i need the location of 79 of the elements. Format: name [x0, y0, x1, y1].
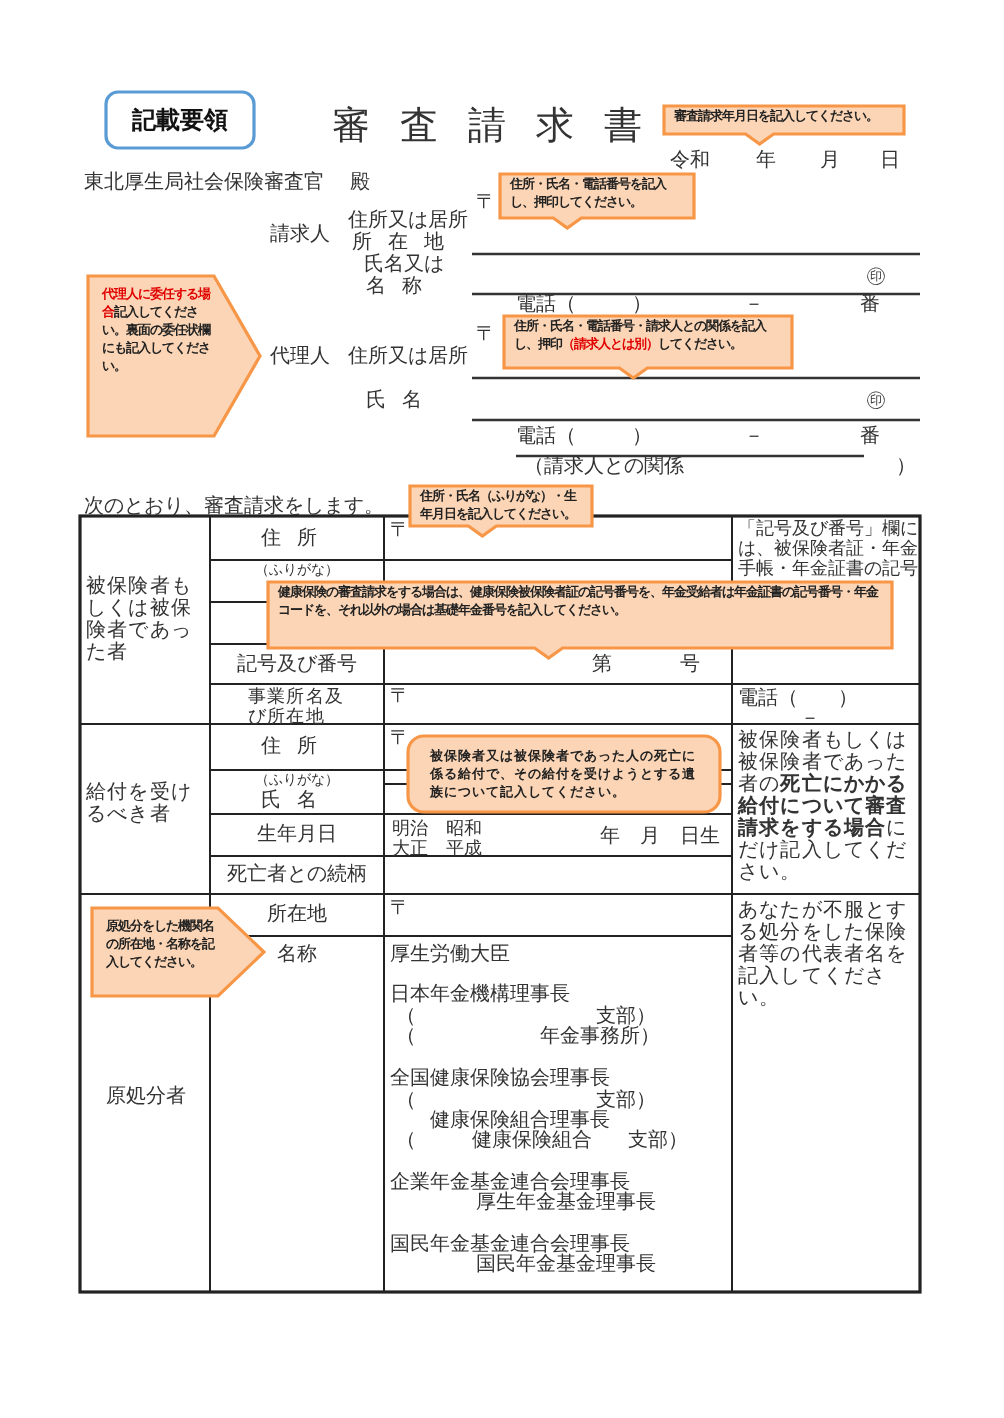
sentence: 次のとおり、審査請求をします。 — [84, 496, 384, 518]
form-label: 所在地 — [352, 232, 452, 254]
callout — [406, 734, 722, 814]
form-label: 住所 — [259, 736, 335, 758]
form-label: 氏名 — [364, 390, 440, 412]
callout — [86, 274, 262, 438]
callout — [90, 906, 266, 998]
form-label: 支部） — [628, 1130, 688, 1152]
postal-mark: 〒 — [390, 686, 410, 708]
form-label: 記号及び番号 — [235, 654, 359, 676]
form-label: 名称 — [275, 944, 319, 966]
form-label: 電話（ — [516, 426, 576, 448]
form-label: 住所 — [259, 528, 335, 550]
heading-text: 記載要領 — [130, 106, 230, 134]
form-label: 給付を受けるべき者 — [86, 782, 194, 826]
form-label: 死亡者との続柄 — [225, 864, 369, 886]
form-label: 所在地 — [265, 904, 329, 926]
form-label: 年 月 日生 — [600, 826, 720, 848]
form-label: 住所又は居所 — [348, 346, 468, 368]
form-label: 支部） — [596, 1090, 656, 1112]
form-label: 原処分者 — [104, 1086, 188, 1108]
form-label: 年金事務所） — [540, 1026, 660, 1048]
form-label: 月 — [820, 150, 840, 172]
form-label: 殿 — [350, 172, 370, 194]
form-label: － — [744, 426, 764, 448]
form-label: 厚生労働大臣 — [390, 944, 510, 966]
form-label: 被保険者もしくは被保険者であった者 — [86, 576, 194, 664]
form-label: ） — [896, 456, 916, 478]
form-label: （ — [396, 1026, 416, 1048]
form-label: 健康保険組合理事長 — [430, 1110, 610, 1132]
form-label: （ — [396, 1006, 416, 1028]
seal-mark: ㊞ — [866, 266, 886, 288]
form-label: 氏名又は — [364, 254, 444, 276]
form-label: 企業年金基金連合会理事長 — [390, 1172, 630, 1194]
form-label: 東北厚生局社会保険審査官 — [84, 172, 324, 194]
form-label: ） — [632, 426, 652, 448]
postal-mark: 〒 — [390, 520, 410, 542]
postal-mark: 〒 — [476, 324, 496, 346]
postal-mark: 〒 — [390, 728, 410, 750]
form-label: 氏名 — [259, 790, 335, 812]
form-label: 大正 平成 — [392, 837, 482, 857]
form-label: 号 — [680, 654, 700, 676]
form-label: 代理人 — [270, 346, 330, 368]
form-label: 年 — [756, 150, 776, 172]
form-label: 事業所名及び所在地 — [248, 685, 346, 725]
form-label: （ — [396, 1130, 416, 1152]
form-label: 番 — [860, 294, 880, 316]
postal-mark: 〒 — [476, 192, 496, 214]
form-label: 電話（ ） — [738, 688, 858, 710]
postal-mark: 〒 — [390, 898, 410, 920]
form-label: 住所又は居所 — [348, 210, 468, 232]
form-label: 厚生年金基金理事長 — [476, 1192, 656, 1214]
callout — [408, 484, 594, 538]
seal-mark: ㊞ — [866, 390, 886, 412]
form-label: 生年月日 — [255, 824, 339, 846]
form-label: 健康保険組合 — [472, 1130, 592, 1152]
callout — [662, 104, 906, 146]
form-label: 国民年金基金連合会理事長 — [390, 1234, 630, 1256]
redu: 被保険者もしくは被保険者であった者の死亡にかかる給付について審査請求をする場合にだけ記入してください。 — [738, 730, 910, 884]
form-label: （ — [396, 1090, 416, 1112]
title: 審査請求書 — [332, 104, 672, 150]
form-label: 日本年金機構理事長 — [390, 984, 570, 1006]
form-label: － — [744, 294, 764, 316]
callout — [498, 172, 696, 230]
form-label: 請求人 — [270, 224, 330, 246]
callout — [502, 314, 794, 380]
form-label: 全国健康保険協会理事長 — [390, 1068, 610, 1090]
form-label: 「記号及び番号」欄には、被保険者証・年金手帳・年金証書の記号 — [738, 517, 920, 577]
form-label: 令和 — [670, 150, 710, 172]
form-label: 日 — [880, 150, 900, 172]
form-label: あなたが不服とする処分をした保険者等の代表者名を記入してください。 — [738, 900, 910, 1010]
form-label: ） — [632, 294, 652, 316]
form-label: － — [800, 708, 820, 730]
form-label: 支部） — [596, 1006, 656, 1028]
form-label: 第 — [592, 654, 612, 676]
form-label: 番 — [860, 426, 880, 448]
form-label: 国民年金基金理事長 — [476, 1254, 656, 1276]
heading-box — [104, 90, 256, 150]
form-label: 名称 — [364, 276, 440, 298]
